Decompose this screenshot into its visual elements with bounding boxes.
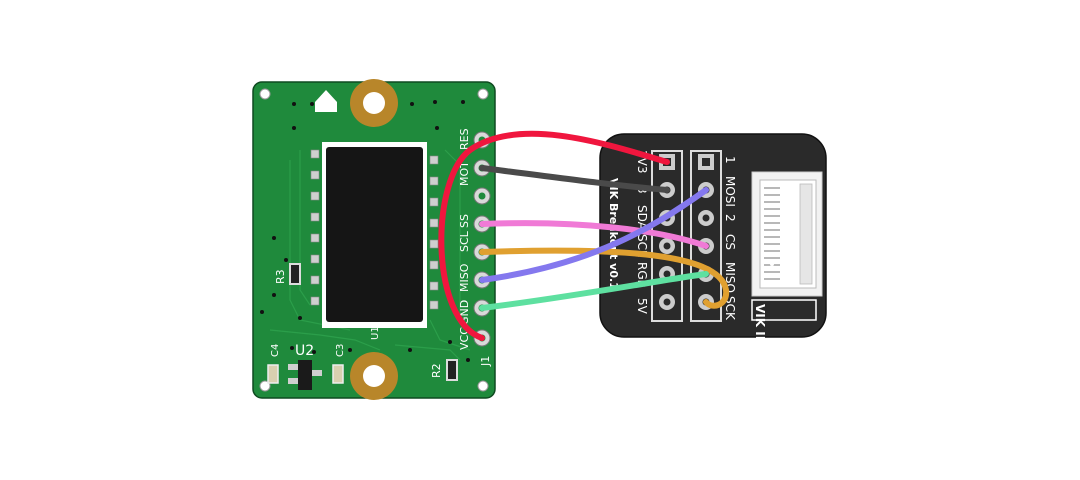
u2-label: U2: [295, 343, 314, 359]
pin-label-cs: CS: [723, 234, 737, 250]
up-label: UP: [319, 102, 332, 113]
r3-resistor: R3: [274, 263, 301, 285]
wire-pink: [479, 220, 709, 249]
pin-label-sck: SCK: [723, 296, 737, 321]
u1-label: U1: [370, 326, 381, 340]
ffc-connector: [751, 171, 823, 297]
wire-orange: [479, 247, 730, 309]
wire-mint: [479, 271, 709, 311]
c3-capacitor: C3: [332, 344, 346, 384]
up-arrow-marker: UP: [315, 90, 337, 113]
gold-mount-bottom: [350, 352, 398, 400]
mount-hole-top-right: [477, 88, 489, 100]
pin-label-sda: SDA: [635, 205, 649, 231]
vik-in-label-box: VIK IN: [751, 299, 817, 346]
r2-resistor: R2: [430, 359, 458, 381]
r2-label: R2: [430, 363, 443, 378]
u2-regulator: U2: [288, 343, 322, 390]
c3-label: C3: [335, 344, 346, 357]
j1-label: J1: [479, 356, 492, 367]
gold-mount-top: [350, 79, 398, 127]
wire-red: [438, 130, 670, 341]
c4-capacitor: C4: [267, 344, 281, 384]
brand-label: VIK Breakout v0.1: [607, 178, 620, 290]
mount-hole-bottom-right: [477, 380, 489, 392]
ss-label: SS: [458, 214, 471, 228]
pin-label-5v: 5V: [635, 298, 649, 315]
wires: [438, 130, 730, 341]
miso-label: MISO: [458, 263, 471, 292]
left-green-board: UP: [252, 79, 496, 400]
pin-label-1: 1: [723, 156, 737, 164]
mount-hole-top-left: [259, 88, 271, 100]
mot-label: MOT: [458, 161, 471, 186]
r3-label: R3: [274, 269, 287, 284]
pin-label-2: 2: [723, 214, 737, 222]
vias: [260, 100, 470, 362]
u1-left-pins: [310, 149, 320, 306]
pin-label-mosi: MOSI: [723, 176, 737, 207]
c4-label: C4: [270, 344, 281, 357]
res-label: RES: [458, 128, 471, 150]
u1-right-pins: [429, 155, 439, 310]
vik-in-label: VIK IN: [753, 304, 767, 346]
wire-purple: [479, 187, 709, 283]
right-vik-board: 3V3 3 SDA SCL RGB 5V 1 MOSI 2 CS MISO SC…: [599, 133, 827, 346]
header-column-right: [690, 150, 722, 322]
scl-label: SCL: [458, 230, 471, 252]
u1-chip: U1: [310, 142, 439, 340]
wire-gray: [479, 165, 670, 193]
